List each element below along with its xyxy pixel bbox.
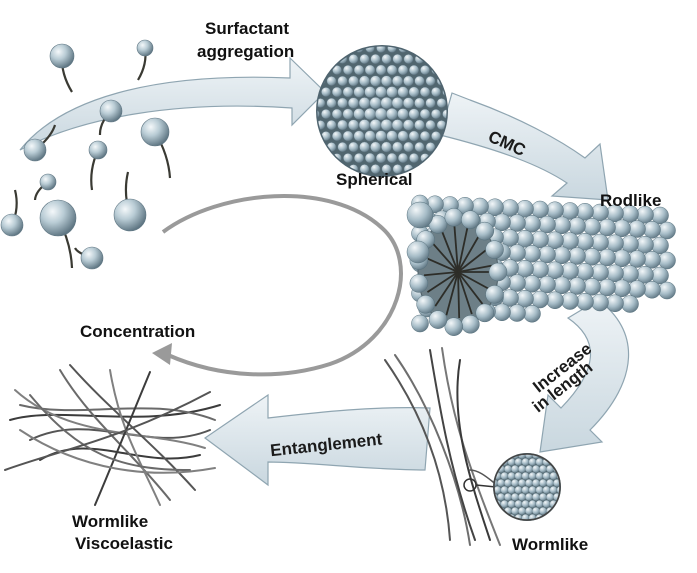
wormlike-zoom-detail: [493, 453, 561, 521]
concentration-loop-arrowhead: [152, 343, 172, 365]
aggregation-arrow: [19, 56, 326, 151]
network-strand: [19, 429, 216, 474]
wormlike-micelles: [384, 347, 501, 546]
surfactant-head: [80, 246, 104, 270]
surfactant-head: [39, 199, 77, 237]
zoom-connector: [475, 484, 497, 488]
surfactant-head: [136, 39, 154, 57]
wormlike-zoom-circle: [463, 478, 477, 492]
network-strand: [29, 394, 191, 471]
network-strand: [14, 389, 206, 449]
network-strand: [109, 369, 161, 506]
entanglement-arrow: [203, 393, 431, 487]
surfactant-head: [99, 99, 123, 123]
surfactant-head: [88, 140, 108, 160]
surfactant-head: [23, 138, 47, 162]
viscoelastic-network: [4, 364, 221, 506]
network-strand: [94, 371, 151, 506]
label-surfactant-line2: aggregation: [197, 42, 294, 61]
network-strand: [4, 391, 211, 471]
cmc-arrow: [439, 92, 609, 201]
label-surfactant-line1: Surfactant: [205, 19, 289, 38]
label-concentration: Concentration: [80, 322, 195, 341]
label-spherical: Spherical: [336, 170, 413, 189]
label-wormlike: Wormlike: [512, 535, 588, 554]
network-strand: [29, 428, 211, 441]
label-wormlike-visco-line1: Wormlike: [72, 512, 148, 531]
concentration-loop: [161, 194, 403, 377]
label-wormlike-visco-line2: Viscoelastic: [75, 534, 173, 553]
surfactant-head: [39, 173, 57, 191]
rodlike-micelle: [406, 194, 676, 336]
surfactant-head: [140, 117, 170, 147]
free-surfactant-molecules: [0, 39, 172, 270]
increase-length-arrow: [539, 299, 630, 453]
surfactant-head: [49, 43, 75, 69]
surfactant-head: [113, 198, 147, 232]
spherical-micelle: [316, 45, 448, 177]
surfactant-head: [0, 213, 24, 237]
label-rodlike: Rodlike: [600, 191, 661, 210]
